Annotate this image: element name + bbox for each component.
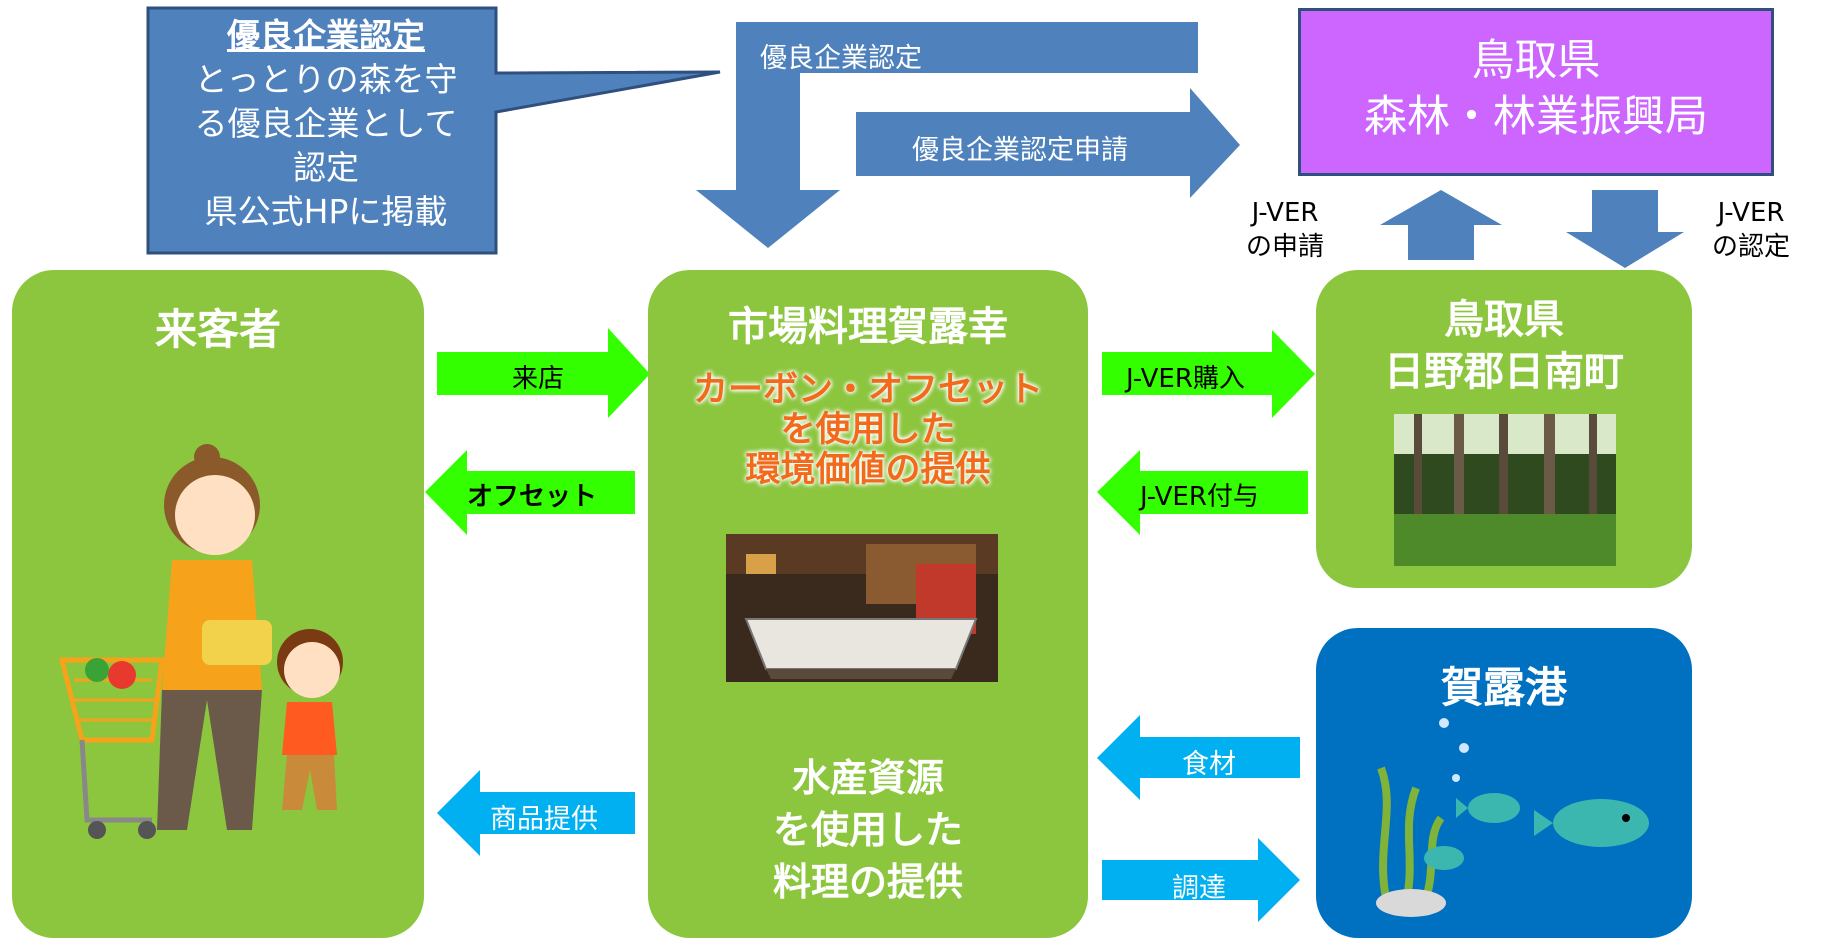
jver-certify-arrow: [1566, 190, 1684, 268]
callout-heading: 優良企業認定: [227, 16, 425, 55]
jver-buy-arrow: [1102, 330, 1315, 418]
carbon-line2: を使用した: [780, 410, 956, 450]
seafood-line1: 水産資源: [791, 756, 944, 800]
town-box: 鳥取県 日野郡日南町: [1316, 270, 1692, 588]
carbon-line3: 環境価値の提供: [745, 450, 991, 490]
carbon-offset-text: カーボン・オフセット を使用した 環境価値の提供: [648, 370, 1088, 490]
jver-certify-label: J-VER の認定: [1712, 196, 1790, 264]
seafood-dish-text: 水産資源 を使用した 料理の提供: [648, 752, 1088, 908]
visitor-title: 来客者: [154, 305, 281, 354]
offset-arrow: [425, 450, 635, 535]
town-title-line1: 鳥取県: [1444, 297, 1564, 343]
certification-callout-shape: [146, 6, 721, 255]
restaurant-title: 市場料理賀露幸: [728, 304, 1008, 350]
jver-grant-label: J-VER付与: [1140, 482, 1259, 512]
application-arrow: [856, 88, 1240, 248]
callout-line: 県公式HPに掲載: [204, 192, 448, 231]
jver-apply-label: J-VER の申請: [1246, 196, 1324, 264]
jver-buy-label: J-VER購入: [1126, 364, 1245, 394]
ingredients-label: 食材: [1182, 749, 1236, 780]
port-title: 賀露港: [1440, 663, 1567, 712]
visit-label: 来店: [512, 364, 565, 394]
jver-apply-arrow: [1380, 190, 1502, 260]
carbon-line1: カーボン・オフセット: [692, 370, 1043, 410]
product-arrow: [437, 770, 635, 856]
seafood-line2: を使用した: [772, 808, 963, 852]
procure-arrow: [1102, 838, 1300, 922]
jver-apply-line2: の申請: [1246, 232, 1325, 262]
forest-photo: [1394, 414, 1616, 566]
visit-arrow: [437, 328, 650, 418]
fish-illustration: [1376, 718, 1649, 917]
town-title: 鳥取県 日野郡日南町: [1316, 294, 1692, 398]
prefecture-office-line2: 森林・林業振興局: [1364, 92, 1708, 142]
visitor-box: 来客者: [12, 270, 424, 938]
offset-label: オフセット: [467, 482, 598, 512]
jver-certify-line2: の認定: [1712, 232, 1791, 262]
jver-certify-line1: J-VER: [1717, 198, 1785, 228]
jver-apply-line1: J-VER: [1251, 198, 1319, 228]
prefecture-office-line1: 鳥取県: [1471, 36, 1601, 86]
certification-label: 優良企業認定: [760, 43, 922, 74]
callout-line: る優良企業として: [194, 104, 458, 143]
shopper-illustration: [58, 444, 343, 839]
callout-line: とっとりの森を守: [194, 60, 458, 99]
product-label: 商品提供: [490, 804, 598, 835]
jver-grant-arrow: [1097, 450, 1308, 535]
callout-line: 認定: [293, 148, 359, 187]
application-label: 優良企業認定申請: [912, 135, 1128, 166]
ingredients-arrow: [1097, 715, 1300, 800]
prefecture-office-box: 鳥取県 森林・林業振興局: [1298, 8, 1774, 176]
certification-arrow: [696, 22, 1198, 248]
certification-callout: 優良企業認定 とっとりの森を守 る優良企業として 認定 県公式HPに掲載: [150, 14, 502, 234]
seafood-line3: 料理の提供: [772, 860, 963, 904]
procure-label: 調達: [1172, 873, 1226, 904]
town-title-line2: 日野郡日南町: [1384, 349, 1624, 395]
restaurant-box: 市場料理賀露幸 カーボン・オフセット を使用した 環境価値の提供 水産資源 を使…: [648, 270, 1088, 938]
restaurant-interior-photo: [726, 534, 998, 682]
port-box: 賀露港: [1316, 628, 1692, 938]
